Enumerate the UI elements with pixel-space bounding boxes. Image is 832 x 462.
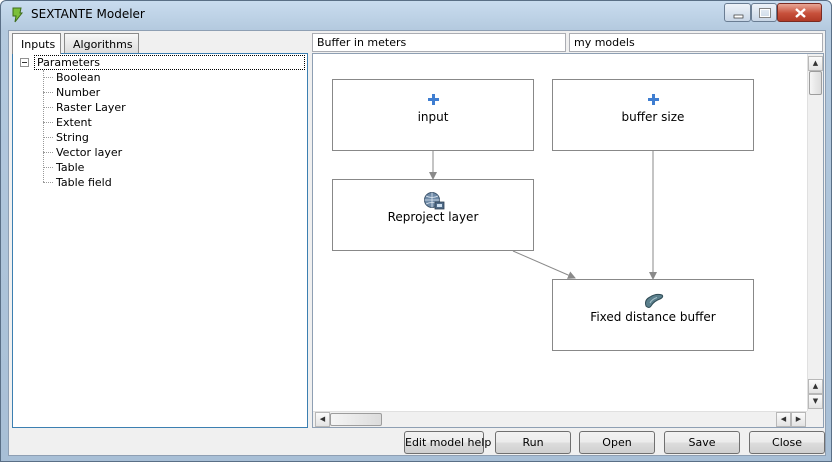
- node-label: input: [417, 110, 449, 124]
- tree-item-label: Vector layer: [56, 146, 123, 159]
- close-window-button[interactable]: [777, 3, 822, 22]
- scroll-left-arrow-icon[interactable]: ◀: [776, 412, 791, 427]
- minimize-button[interactable]: [724, 3, 751, 22]
- tree-item-label: Table: [56, 161, 85, 174]
- scroll-down-arrow-icon[interactable]: ▲: [808, 379, 823, 394]
- tab-inputs[interactable]: Inputs: [12, 33, 61, 54]
- buffer-shape-icon: [645, 293, 664, 308]
- arrow-reproject-to-buffer: [512, 250, 576, 279]
- node-input[interactable]: input: [332, 79, 534, 151]
- horizontal-scroll-thumb[interactable]: [330, 413, 382, 426]
- vertical-scroll-thumb[interactable]: [809, 71, 822, 95]
- tree-item-label: Boolean: [56, 71, 101, 84]
- canvas-vertical-scrollbar[interactable]: ▲ ▲ ▼: [807, 54, 823, 411]
- sextante-app-icon: [12, 7, 24, 23]
- connection-arrows: [429, 151, 657, 280]
- tree-item-label: String: [56, 131, 89, 144]
- window-title: SEXTANTE Modeler: [31, 7, 145, 21]
- node-reproject-layer[interactable]: Reproject layer: [332, 179, 534, 251]
- inputs-tree: Parameters Boolean Number Raster Layer E…: [12, 53, 308, 428]
- scroll-corner: [807, 411, 823, 427]
- node-fixed-distance-buffer[interactable]: Fixed distance buffer: [552, 279, 754, 351]
- canvas-horizontal-scrollbar[interactable]: ◀ ◀ ▶: [313, 411, 809, 427]
- save-button[interactable]: Save: [664, 431, 740, 454]
- maximize-icon: [759, 8, 771, 18]
- node-label: buffer size: [621, 110, 685, 124]
- scroll-right-icon[interactable]: ▶: [791, 412, 806, 427]
- tree-connector: [43, 70, 44, 182]
- scroll-left-icon[interactable]: ◀: [315, 412, 330, 427]
- title-bar[interactable]: SEXTANTE Modeler: [1, 1, 831, 29]
- edit-model-help-button[interactable]: Edit model help: [404, 431, 491, 454]
- scroll-down-icon[interactable]: ▼: [808, 394, 823, 409]
- run-button[interactable]: Run: [495, 431, 571, 454]
- tree-item-label: Table field: [56, 176, 112, 189]
- node-buffer-size[interactable]: buffer size: [552, 79, 754, 151]
- modeler-client-area: Inputs Algorithms Parameters Boolean Num…: [8, 30, 826, 456]
- plus-icon: [428, 94, 439, 105]
- globe-icon: [424, 192, 445, 210]
- tree-item-label: Raster Layer: [56, 101, 126, 114]
- plus-icon: [648, 94, 659, 105]
- model-group-field[interactable]: my models: [569, 33, 823, 52]
- node-label: Reproject layer: [387, 210, 479, 224]
- minimize-icon: [733, 14, 744, 19]
- collapse-toggle-icon[interactable]: [20, 58, 29, 67]
- maximize-button[interactable]: [751, 3, 777, 22]
- tree-root-label[interactable]: Parameters: [34, 55, 305, 70]
- model-canvas[interactable]: input buffer size Reproject layer: [312, 53, 824, 428]
- close-button[interactable]: Close: [749, 431, 825, 454]
- close-icon: [795, 8, 806, 18]
- tab-algorithms[interactable]: Algorithms: [64, 33, 139, 53]
- open-button[interactable]: Open: [579, 431, 655, 454]
- node-label: Fixed distance buffer: [590, 310, 716, 324]
- tree-item-label: Number: [56, 86, 101, 99]
- model-name-field[interactable]: Buffer in meters: [312, 33, 566, 52]
- tree-item-label: Extent: [56, 116, 92, 129]
- scroll-up-icon[interactable]: ▲: [808, 56, 823, 71]
